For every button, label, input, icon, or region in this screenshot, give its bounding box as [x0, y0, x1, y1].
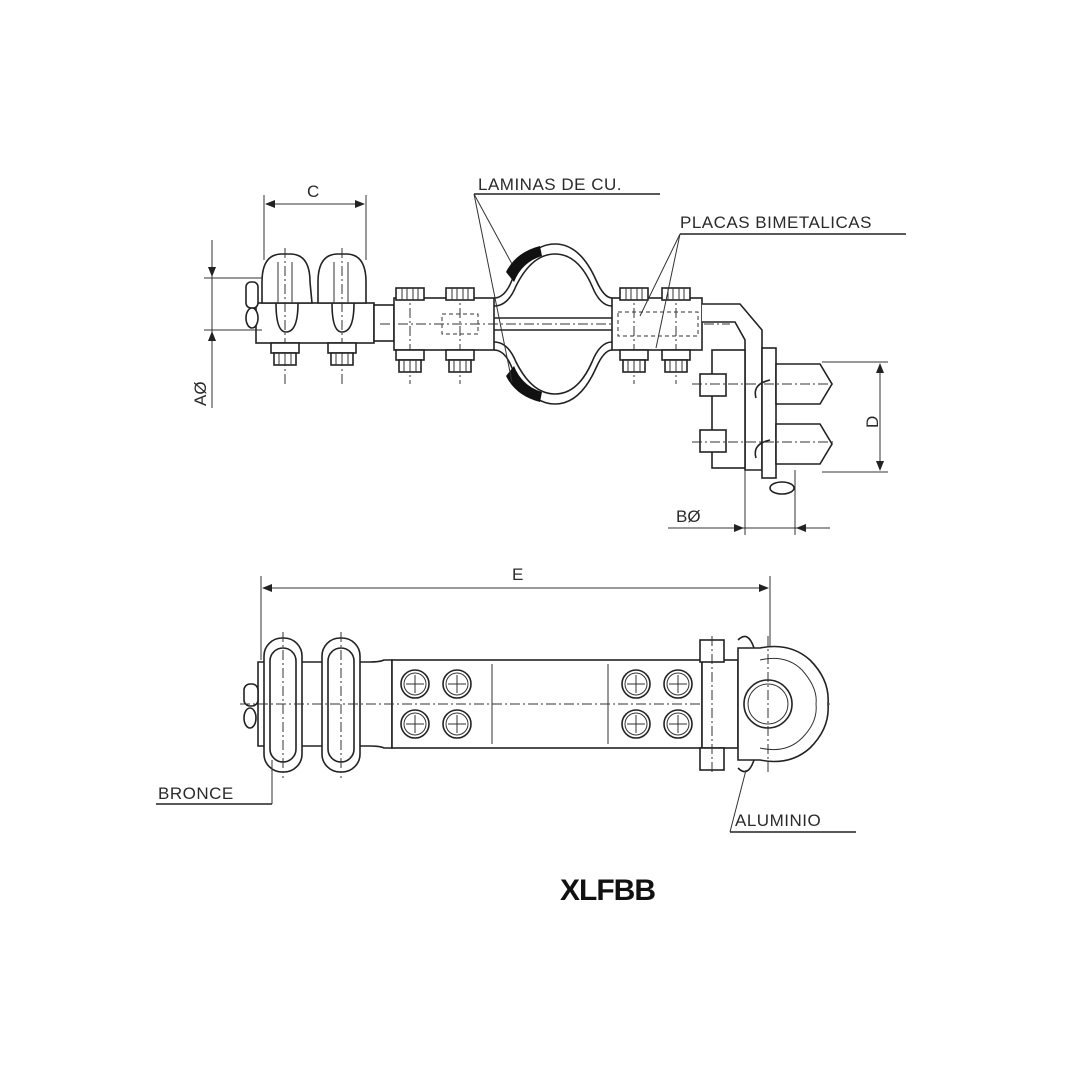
leader-aluminio: ALUMINIO: [729, 769, 856, 833]
leader-bronce: BRONCE: [156, 760, 273, 805]
aluminium-clamp-top: [699, 635, 829, 774]
label-placas: PLACAS BIMETALICAS: [680, 213, 872, 232]
label-bronce: BRONCE: [158, 784, 234, 803]
dimension-d-label: D: [863, 416, 882, 428]
dimension-b-label: BØ: [676, 507, 701, 526]
label-laminas: LAMINAS DE CU.: [478, 175, 622, 194]
leader-laminas: LAMINAS DE CU.: [473, 175, 660, 383]
drawing-title: XLFBB: [560, 874, 655, 907]
leader-placas: PLACAS BIMETALICAS: [639, 213, 906, 349]
dimension-e-label: E: [512, 565, 523, 584]
dimension-a-label: AØ: [191, 381, 210, 406]
top-view: E: [156, 565, 856, 833]
dimension-b: BØ: [668, 507, 830, 532]
bronze-clamp-top: [243, 632, 393, 778]
label-aluminio: ALUMINIO: [735, 811, 821, 830]
copper-laminate-loop: [380, 243, 730, 405]
dimension-d: D: [822, 361, 888, 473]
dimension-a: AØ: [191, 240, 262, 408]
dimension-c-label: C: [307, 182, 319, 201]
aluminium-clamp-side: [692, 303, 836, 535]
bronze-clamp-side: [245, 248, 375, 384]
side-view: C AØ D BØ LAMI: [191, 175, 906, 535]
dimension-c: C: [263, 182, 367, 260]
